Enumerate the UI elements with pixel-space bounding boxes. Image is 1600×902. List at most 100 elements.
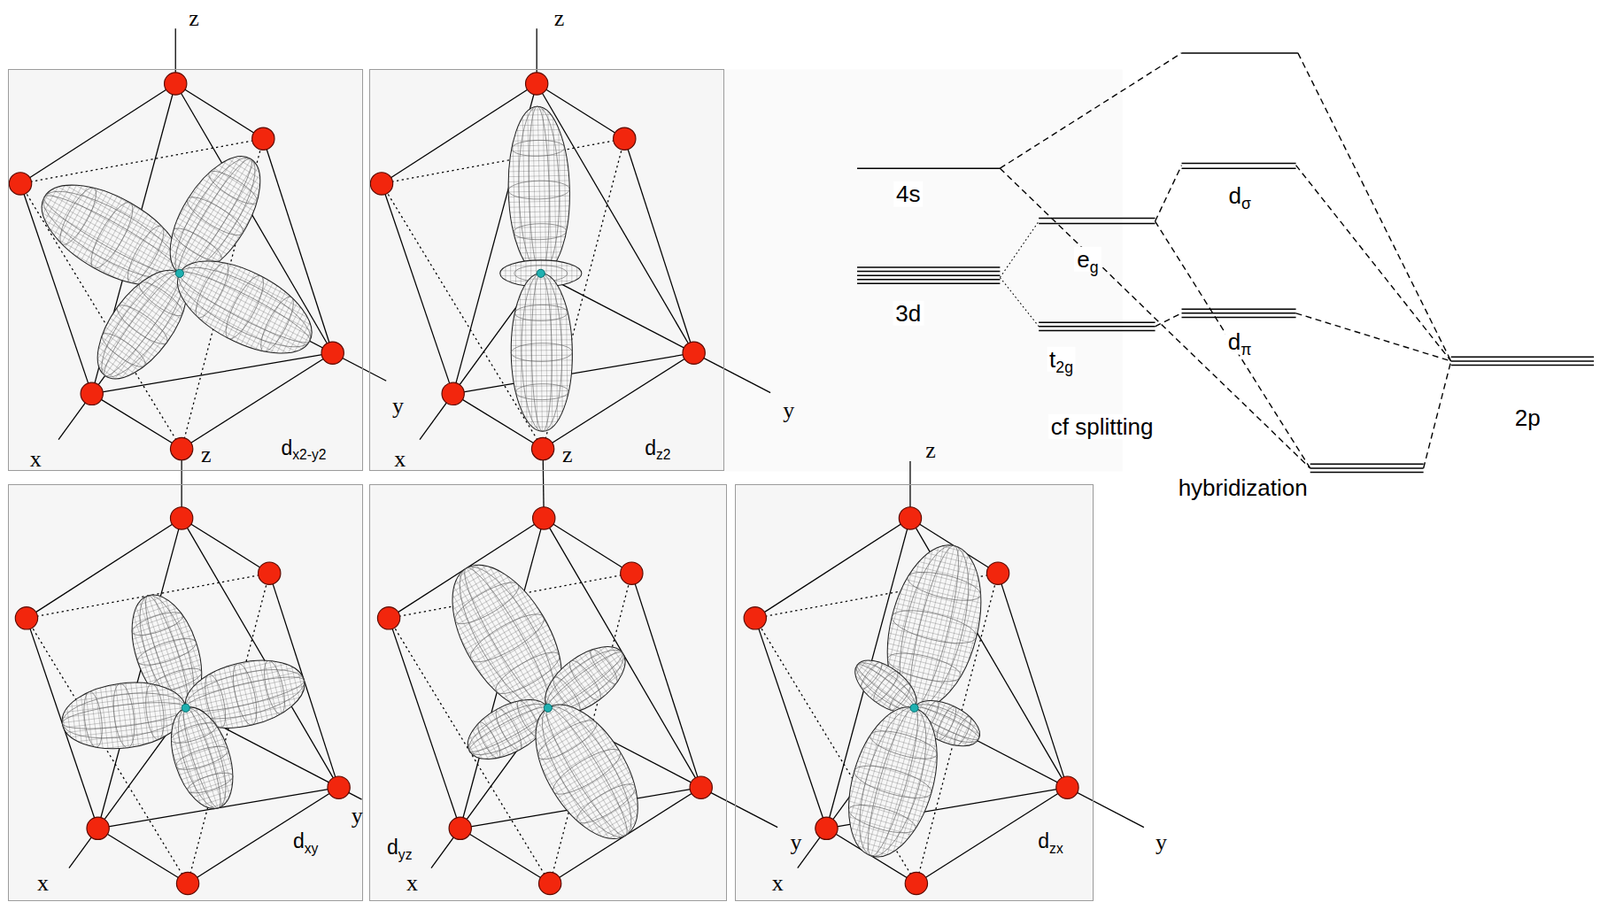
energy-level <box>1182 316 1297 318</box>
lobe-shell <box>514 687 658 857</box>
lobe-shell <box>510 272 573 432</box>
axis-label: z <box>925 438 936 464</box>
lobe-mesh <box>513 223 567 240</box>
energy-level <box>857 274 1000 276</box>
octahedron-edge <box>755 618 828 828</box>
axis-label: x <box>772 871 784 897</box>
energy-level <box>1182 167 1297 169</box>
octahedron-edge <box>98 828 188 884</box>
orbital-panel: dx2-y2 <box>7 69 364 472</box>
ligand-sphere <box>538 872 561 895</box>
text-subscript: g <box>1089 258 1099 277</box>
text-main: d <box>1228 182 1241 209</box>
energy-level <box>1182 308 1297 310</box>
axis-label: z <box>562 442 573 469</box>
octahedron-edge <box>916 788 1068 884</box>
ligand-sphere <box>86 817 109 840</box>
ligand-sphere <box>531 437 554 460</box>
lobe-mesh <box>61 697 187 735</box>
ligand-sphere <box>620 562 643 585</box>
orbital-label: dzx <box>1037 831 1063 854</box>
level-label: dσ <box>1225 183 1253 209</box>
metal-center <box>910 703 919 712</box>
level-label: 2p <box>1512 405 1544 432</box>
ligand-sphere <box>743 607 766 630</box>
lobe-shell <box>506 105 572 274</box>
ligand-sphere <box>15 607 38 630</box>
octahedron-edge <box>453 353 695 395</box>
orbital-label: dz2 <box>644 437 671 460</box>
ligand-sphere <box>8 172 31 195</box>
lobe-mesh <box>190 259 235 323</box>
lobe-mesh <box>218 270 271 344</box>
lobe-shell <box>159 699 245 817</box>
octahedron-edge <box>543 517 632 573</box>
lobe-mesh <box>547 742 627 803</box>
lobe-mesh <box>464 606 550 672</box>
octahedron-edge <box>175 83 263 139</box>
lobe-mesh <box>586 646 621 688</box>
energy-level <box>857 266 1000 268</box>
orbital-label: dxy <box>293 831 318 854</box>
correlation-line <box>1296 165 1452 362</box>
lobe-mesh <box>173 742 231 775</box>
orbital-lobe <box>506 105 572 274</box>
lobe-mesh <box>182 191 248 242</box>
orbital-panel: dxy <box>7 484 364 901</box>
text-subscript: xy <box>304 841 319 857</box>
lobe-mesh <box>129 608 186 641</box>
energy-level <box>1038 321 1155 323</box>
orbital-lobe <box>833 696 953 867</box>
orbital-panel: dyz <box>369 484 727 901</box>
correlation-line <box>1423 361 1452 469</box>
energy-level <box>1310 471 1424 473</box>
panel-ground <box>7 69 364 472</box>
panel-ground <box>7 484 364 901</box>
lobe-shell <box>162 242 326 373</box>
level-label: eg <box>1074 246 1101 272</box>
octahedron-edge <box>755 517 911 619</box>
lobe-mesh <box>508 179 571 200</box>
ligand-sphere <box>986 562 1009 585</box>
octahedron-edge <box>381 183 454 394</box>
lobe-mesh <box>933 703 959 743</box>
lobe-mesh <box>536 701 636 843</box>
octahedron-edge <box>388 618 461 828</box>
ligand-sphere <box>448 817 472 840</box>
ligand-sphere <box>613 127 636 150</box>
ligand-sphere <box>904 872 928 895</box>
energy-level <box>1451 356 1594 358</box>
octahedron-edge <box>20 83 176 184</box>
text-main: d <box>386 836 399 860</box>
ligand-sphere <box>377 607 400 630</box>
ligand-sphere <box>682 341 705 364</box>
lobe-mesh <box>174 262 316 352</box>
energy-level <box>1451 360 1594 362</box>
octahedron-edge <box>460 828 550 884</box>
lobe-mesh <box>177 705 227 812</box>
lobe-mesh <box>850 759 935 805</box>
energy-level <box>857 283 1000 285</box>
lobe-mesh <box>530 273 553 433</box>
ligand-sphere <box>252 127 275 150</box>
level-label: 4s <box>893 181 923 208</box>
axis-label: x <box>37 871 49 897</box>
text-main: d <box>293 830 305 854</box>
ligand-sphere <box>170 507 193 530</box>
correlation-line <box>1155 313 1183 327</box>
octahedron-edge <box>381 139 625 185</box>
level-label: hybridization <box>1175 475 1311 502</box>
lobe-mesh <box>169 718 219 748</box>
octahedron-edge <box>631 573 701 789</box>
axis-label: y <box>1155 830 1168 857</box>
orbital-lobe <box>159 699 245 817</box>
orbital-lobe <box>58 676 190 757</box>
metal-center <box>181 703 190 712</box>
text-subscript: 2g <box>1055 358 1074 377</box>
lobe-mesh <box>169 223 226 268</box>
lobe-mesh <box>204 165 262 210</box>
lobe-mesh <box>867 725 941 765</box>
level-label: dπ <box>1225 329 1255 356</box>
illustration-group <box>7 28 1594 901</box>
energy-level <box>1182 162 1297 164</box>
